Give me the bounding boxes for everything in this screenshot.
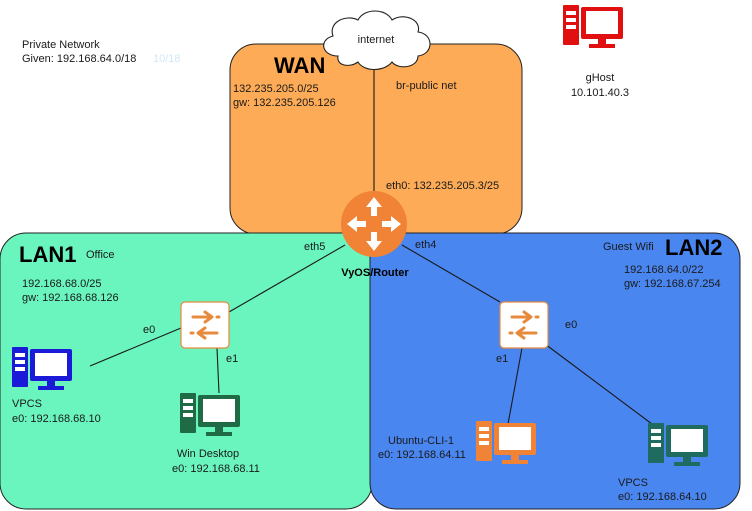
- lan2-region: [369, 232, 741, 510]
- lan2-ubuntu-name: Ubuntu-CLI-1: [388, 435, 454, 447]
- lan1-subnet: 192.168.68.0/25: [22, 278, 102, 290]
- lan2-vpcs-ip: e0: 192.168.64.10: [618, 491, 707, 503]
- wan-bridge: br-public net: [396, 80, 457, 92]
- lan2-vpcs-name: VPCS: [618, 477, 648, 489]
- wan-subnet: 132.235.205.0/25: [233, 83, 319, 95]
- router-name: VyOS/Router: [341, 267, 409, 279]
- switch-icon: [498, 300, 550, 350]
- wan-gateway: gw: 132.235.205.126: [233, 97, 336, 109]
- lan1-gateway: gw: 192.168.68.126: [22, 292, 119, 304]
- cloud-icon: [323, 10, 431, 71]
- lan2-switch-e0: e0: [565, 319, 577, 331]
- link-lan1-switch-vpcs: [89, 327, 182, 367]
- lan1-vpcs-ip: e0: 192.168.68.10: [12, 413, 101, 425]
- router-icon: [341, 191, 407, 257]
- lan1-subtitle: Office: [86, 249, 115, 261]
- ghost-name: gHost: [586, 72, 615, 84]
- lan1-desktop-ip: e0: 192.168.68.11: [172, 463, 260, 475]
- lan1-switch-e1: e1: [226, 353, 238, 365]
- links: [89, 48, 661, 431]
- lan2-gateway: gw: 192.168.67.254: [624, 278, 721, 290]
- link-router-lan2-switch: [401, 244, 501, 303]
- lan1-vpcs-name: VPCS: [12, 398, 42, 410]
- ghost-pc[interactable]: [563, 5, 623, 48]
- lan2-switch[interactable]: [498, 300, 550, 350]
- lan2-subnet: 192.168.64.0/22: [624, 264, 704, 276]
- vyos-router[interactable]: [341, 191, 407, 257]
- lan1-desktop-name: Win Desktop: [177, 448, 239, 460]
- switch-icon: [179, 300, 231, 350]
- lan1-switch[interactable]: [179, 300, 231, 350]
- network-title: Private Network: [22, 39, 100, 51]
- link-lan2-switch-vpcs: [544, 343, 661, 431]
- lan1-title: LAN1: [19, 242, 76, 267]
- lan2-subtitle: Guest Wifi: [603, 241, 654, 253]
- lan2-switch-e1: e1: [496, 353, 508, 365]
- lan1-switch-e0: e0: [143, 324, 155, 336]
- link-lan1-switch-desktop: [216, 347, 220, 394]
- link-router-lan1-switch: [228, 244, 346, 313]
- router-eth4: eth4: [415, 239, 436, 251]
- given-range-faint: 10/18: [153, 53, 181, 65]
- given-range: Given: 192.168.64.0/18: [22, 53, 136, 65]
- lan2-ubuntu-ip: e0: 192.168.64.11: [378, 449, 466, 461]
- router-eth5: eth5: [304, 241, 325, 253]
- router-eth0: eth0: 132.235.205.3/25: [386, 180, 499, 192]
- link-lan2-switch-ubuntu: [507, 347, 523, 425]
- wan-title: WAN: [274, 53, 325, 78]
- lan2-title: LAN2: [665, 235, 722, 260]
- internet-label: internet: [358, 34, 395, 46]
- internet-cloud[interactable]: internet: [323, 10, 431, 71]
- pc-icon: [563, 5, 623, 48]
- ghost-ip: 10.101.40.3: [571, 87, 629, 99]
